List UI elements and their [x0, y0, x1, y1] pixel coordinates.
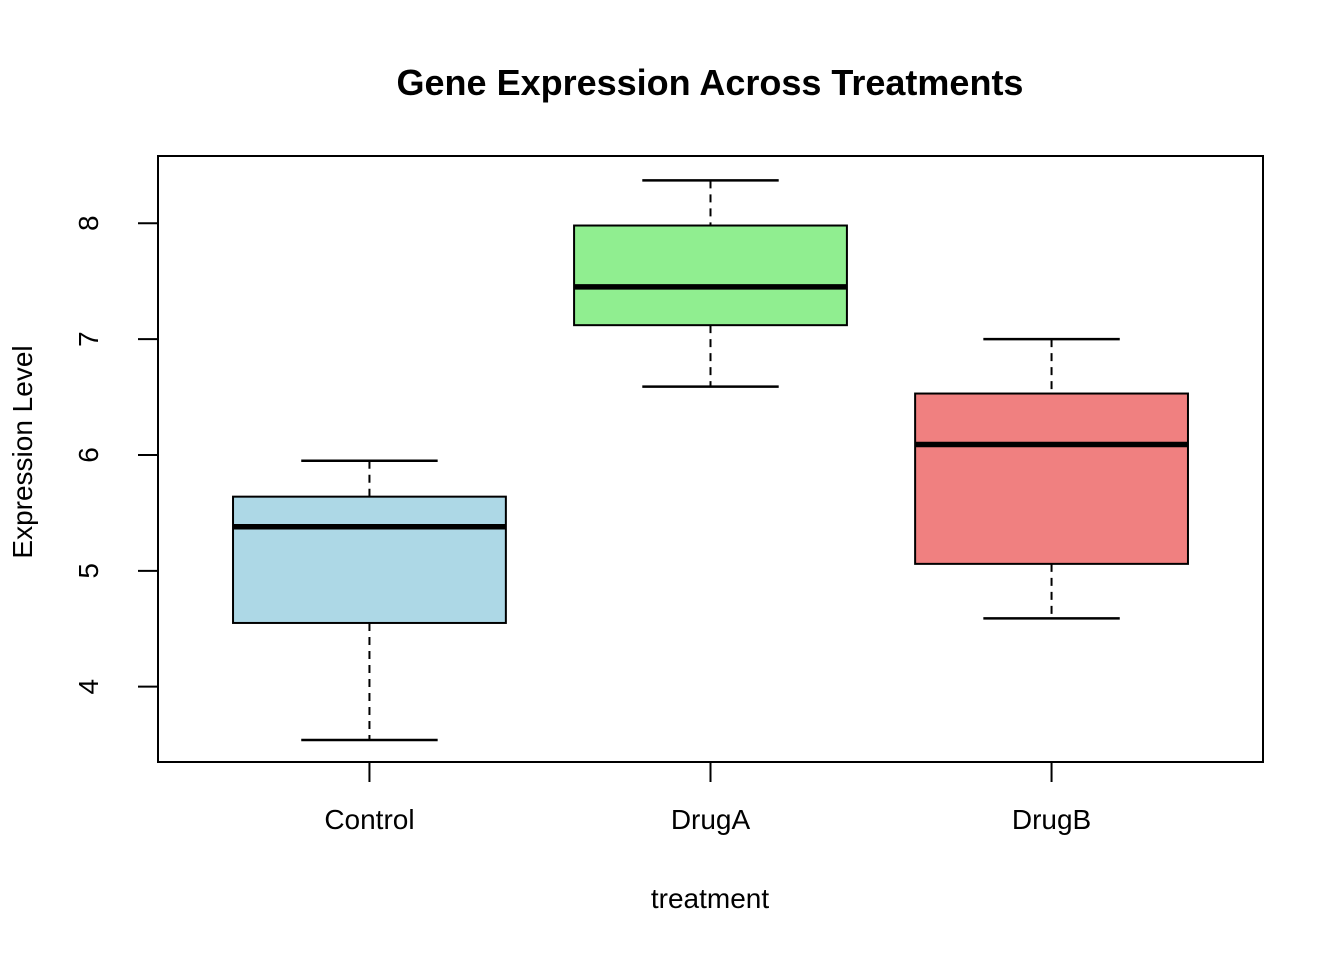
y-tick-label: 6	[73, 447, 104, 463]
chart-title: Gene Expression Across Treatments	[397, 62, 1024, 103]
x-category-label: DrugA	[671, 804, 751, 835]
iqr-box-druga	[573, 224, 848, 327]
y-tick-label: 4	[73, 679, 104, 695]
iqr-box-drugb	[914, 392, 1189, 565]
y-tick-label: 5	[73, 563, 104, 579]
y-tick-label: 7	[73, 331, 104, 347]
x-category-label: DrugB	[1012, 804, 1091, 835]
iqr-box-control	[232, 495, 507, 624]
x-category-label: Control	[324, 804, 414, 835]
y-tick-label: 8	[73, 215, 104, 231]
x-axis-title: treatment	[651, 883, 769, 914]
y-axis-title: Expression Level	[7, 345, 38, 558]
